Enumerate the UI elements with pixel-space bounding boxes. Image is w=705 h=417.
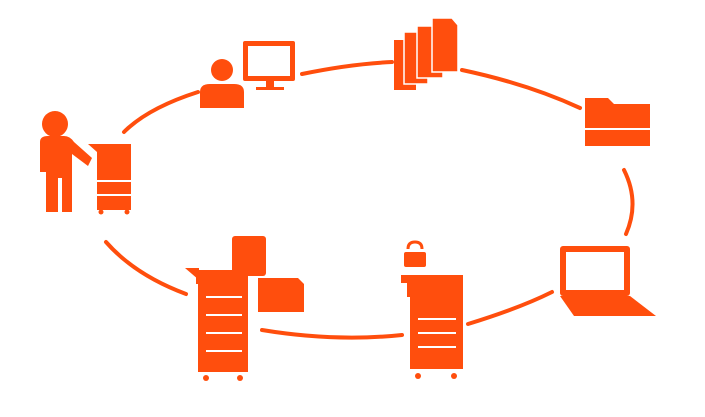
printer-with-documents-icon xyxy=(185,236,304,381)
document-stack-icon xyxy=(394,17,459,90)
laptop-icon xyxy=(560,246,656,316)
cycle-connectors xyxy=(104,60,635,340)
connector-arc-top-left xyxy=(122,90,200,134)
connector-arc-bottom-left xyxy=(104,240,188,296)
folder-icon xyxy=(585,98,650,146)
person-at-monitor-icon xyxy=(200,41,295,108)
connector-arc-top-right xyxy=(460,68,582,110)
person-at-copier-icon xyxy=(40,111,131,215)
connector-arc-right xyxy=(622,168,635,236)
connector-arc-bottom-right xyxy=(466,290,554,326)
connector-arc-top xyxy=(300,60,394,76)
connector-arc-bottom xyxy=(260,328,404,340)
printer-with-lock-icon xyxy=(401,240,463,379)
